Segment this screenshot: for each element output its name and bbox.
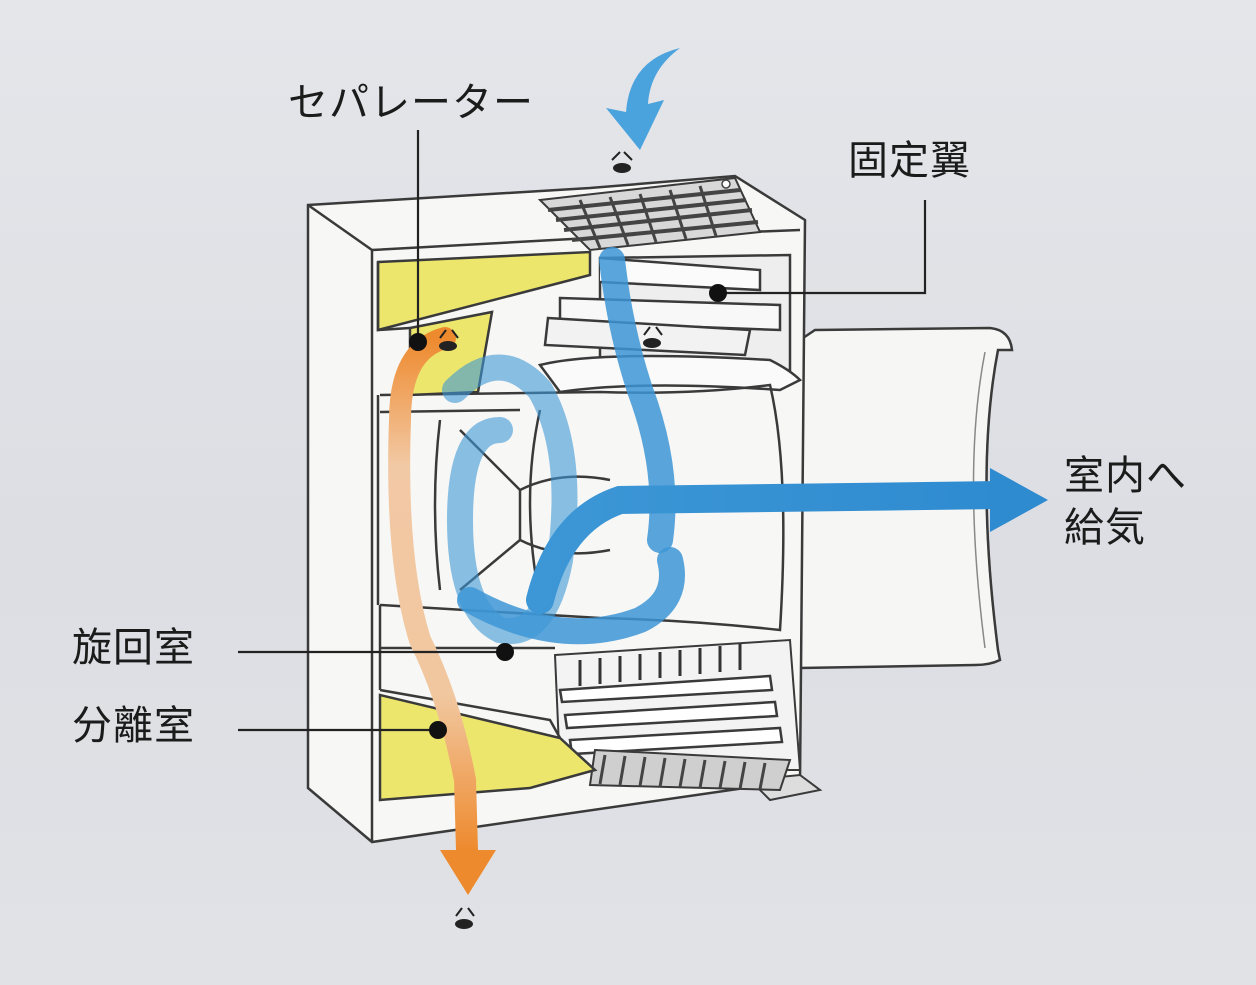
leader-dot-icon — [409, 284, 727, 739]
insect-icon — [439, 329, 459, 351]
insect-icon — [455, 907, 475, 929]
intake-arrow — [606, 48, 680, 150]
lower-fins — [553, 638, 823, 802]
insect-icon — [643, 326, 663, 348]
bottom-grille — [588, 748, 792, 792]
insect-icon — [611, 151, 633, 173]
top-grille — [537, 176, 762, 252]
label-fixed-vane: 固定翼 — [848, 138, 971, 184]
supply-arrow-head — [990, 468, 1048, 532]
leader-lines — [238, 130, 927, 732]
label-separation-chamber: 分離室 — [72, 703, 195, 749]
label-indoor-supply-line1: 室内へ — [1064, 453, 1187, 499]
inner-shelves — [376, 395, 555, 690]
swirl-airflow — [442, 354, 1014, 645]
label-separator: セパレーター — [288, 80, 534, 126]
label-indoor-supply-line2: 給気 — [1064, 505, 1146, 551]
label-swirl-chamber: 旋回室 — [72, 625, 195, 671]
debris-flow — [388, 327, 478, 861]
debris-arrow-head — [440, 850, 496, 895]
